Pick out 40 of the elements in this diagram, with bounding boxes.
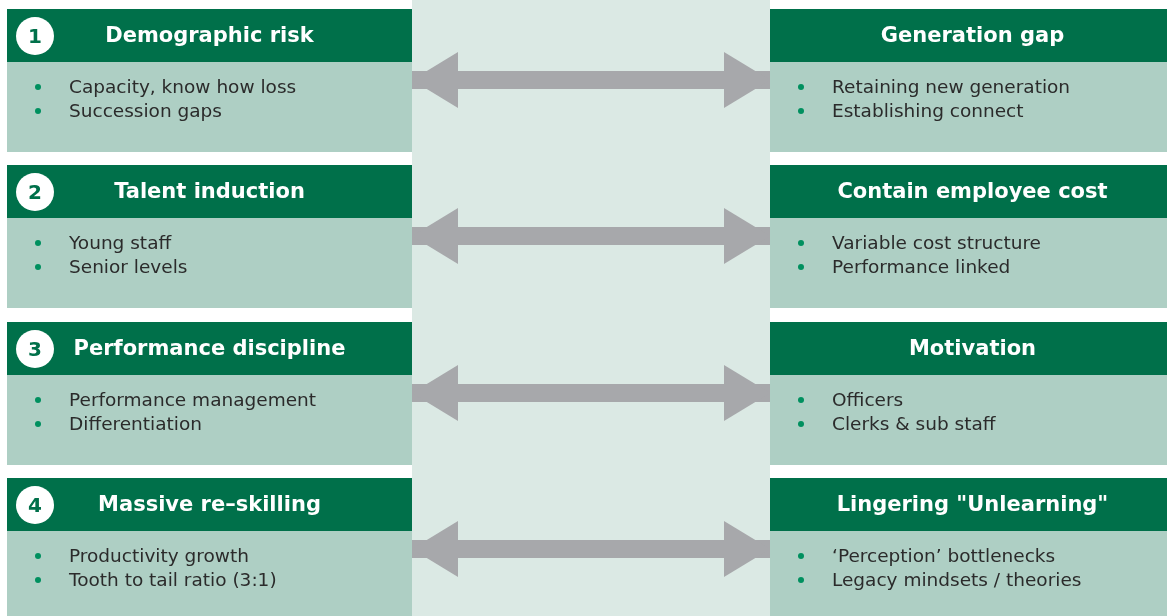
bullet-text: Productivity growth	[69, 545, 249, 566]
bullet-text: Performance linked	[832, 256, 1011, 277]
number-circle: 1	[16, 17, 54, 55]
card-title: Lingering "Unlearning"	[835, 491, 1110, 518]
bullet-text: Tooth to tail ratio (3:1)	[69, 569, 277, 590]
card-body	[7, 165, 412, 308]
number-circle: 2	[16, 173, 54, 211]
card-body	[770, 9, 1167, 152]
bullet-text: ‘Perception’ bottlenecks	[832, 545, 1056, 566]
bullet-text: Young staff	[69, 232, 172, 253]
card-title: Contain employee cost	[836, 178, 1109, 205]
card-body	[770, 478, 1167, 616]
bullet-text: Senior levels	[69, 256, 188, 277]
card-body	[7, 322, 412, 465]
card-title: Performance discipline	[72, 335, 347, 362]
bullet-text: Performance management	[69, 389, 317, 410]
card-title: Massive re–skilling	[97, 491, 322, 518]
number-circle: 3	[16, 330, 54, 368]
bullet-text: Establishing connect	[832, 100, 1024, 121]
double-arrow	[412, 365, 770, 421]
card-title: Motivation	[907, 335, 1037, 362]
bullet-text: Differentiation	[69, 413, 202, 434]
card-title: Generation gap	[879, 22, 1066, 49]
card-body	[7, 478, 412, 616]
bullet-text: Clerks & sub staff	[832, 413, 996, 434]
bullet-text: Legacy mindsets / theories	[832, 569, 1082, 590]
card-title: Demographic risk	[104, 22, 315, 49]
double-arrow	[412, 208, 770, 264]
card-body	[770, 322, 1167, 465]
bullet-text: Variable cost structure	[832, 232, 1041, 253]
number-circle: 4	[16, 486, 54, 524]
double-arrow	[412, 521, 770, 577]
card-body	[7, 9, 412, 152]
bullet-text: Capacity, know how loss	[69, 76, 297, 97]
double-arrow	[412, 52, 770, 108]
bullet-text: Retaining new generation	[832, 76, 1071, 97]
bullet-text: Succession gaps	[69, 100, 222, 121]
card-title: Talent induction	[113, 178, 306, 205]
bullet-text: Officers	[832, 389, 904, 410]
card-body	[770, 165, 1167, 308]
